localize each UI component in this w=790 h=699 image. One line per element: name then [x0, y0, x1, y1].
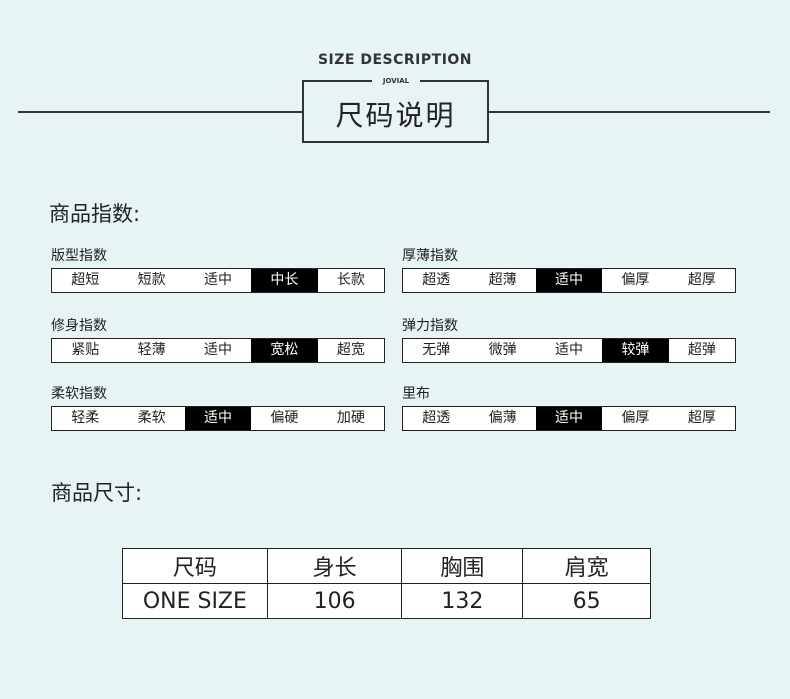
header-title-cn: 尺码说明 — [335, 99, 456, 132]
index-option: 偏薄 — [488, 410, 517, 426]
header-title-en: SIZE DESCRIPTION — [317, 52, 473, 68]
index-option: 长款 — [336, 272, 365, 288]
index-group-thickness: 厚薄指数 超透 超薄 适中 偏厚 超厚 — [402, 246, 736, 293]
index-scale: 超透 偏薄 适中 偏厚 超厚 — [402, 406, 736, 431]
index-scale: 无弹 微弹 适中 较弹 超弹 — [402, 338, 736, 363]
header-divider-right — [488, 111, 770, 113]
index-option: 适中 — [555, 342, 584, 358]
index-option: 超厚 — [687, 272, 716, 288]
length-cell: 106 — [266, 583, 403, 619]
index-option: 超透 — [422, 272, 451, 288]
size-table: 尺码 身长 胸围 肩宽 ONE SIZE 106 132 65 — [122, 548, 651, 619]
index-option: 偏硬 — [270, 410, 299, 426]
index-option: 超短 — [71, 272, 100, 288]
index-scale: 紧贴 轻薄 适中 宽松 超宽 — [51, 338, 385, 363]
size-header-cell: 身长 — [266, 548, 403, 584]
size-table-header-row: 尺码 身长 胸围 肩宽 — [122, 548, 651, 584]
size-header-cell: 肩宽 — [522, 548, 651, 584]
index-option-selected: 宽松 — [251, 339, 318, 362]
index-label: 柔软指数 — [51, 386, 107, 402]
index-option: 偏厚 — [621, 410, 650, 426]
index-option: 紧贴 — [71, 342, 100, 358]
index-label: 弹力指数 — [402, 318, 458, 334]
index-option: 超宽 — [336, 342, 365, 358]
index-option-selected: 较弹 — [602, 339, 669, 362]
index-option: 超透 — [422, 410, 451, 426]
index-option: 适中 — [204, 342, 233, 358]
index-scale: 超短 短款 适中 中长 长款 — [51, 268, 385, 293]
index-label: 厚薄指数 — [402, 248, 458, 264]
index-scale: 轻柔 柔软 适中 偏硬 加硬 — [51, 406, 385, 431]
index-option: 短款 — [137, 272, 166, 288]
brand-label: JOVIAL — [372, 76, 420, 86]
shoulder-cell: 65 — [522, 583, 651, 619]
index-label: 版型指数 — [51, 248, 107, 264]
index-option-selected: 中长 — [251, 269, 318, 292]
index-group-fit: 版型指数 超短 短款 适中 中长 长款 — [51, 246, 385, 293]
index-option: 无弹 — [422, 342, 451, 358]
index-group-lining: 里布 超透 偏薄 适中 偏厚 超厚 — [402, 384, 736, 431]
chest-cell: 132 — [401, 583, 524, 619]
size-title: 商品尺寸: — [51, 481, 143, 505]
size-header-cell: 胸围 — [401, 548, 524, 584]
index-option-selected: 适中 — [535, 269, 603, 292]
index-option: 适中 — [204, 272, 233, 288]
index-option-selected: 适中 — [184, 407, 252, 430]
index-option-selected: 适中 — [535, 407, 603, 430]
index-option: 超弹 — [687, 342, 716, 358]
index-option: 轻柔 — [71, 410, 100, 426]
index-group-slim: 修身指数 紧贴 轻薄 适中 宽松 超宽 — [51, 316, 385, 363]
index-option: 超厚 — [687, 410, 716, 426]
index-option: 超薄 — [488, 272, 517, 288]
index-scale: 超透 超薄 适中 偏厚 超厚 — [402, 268, 736, 293]
index-label: 里布 — [402, 386, 430, 402]
index-group-elasticity: 弹力指数 无弹 微弹 适中 较弹 超弹 — [402, 316, 736, 363]
index-option: 偏厚 — [621, 272, 650, 288]
index-option: 微弹 — [488, 342, 517, 358]
indices-title: 商品指数: — [49, 202, 141, 226]
index-label: 修身指数 — [51, 318, 107, 334]
index-group-softness: 柔软指数 轻柔 柔软 适中 偏硬 加硬 — [51, 384, 385, 431]
index-option: 轻薄 — [137, 342, 166, 358]
index-option: 柔软 — [137, 410, 166, 426]
index-option: 加硬 — [336, 410, 365, 426]
header-title-box: 尺码说明 — [302, 80, 489, 143]
header-divider-left — [18, 111, 302, 113]
size-cell: ONE SIZE — [122, 583, 268, 619]
table-row: ONE SIZE 106 132 65 — [122, 583, 651, 619]
size-header-cell: 尺码 — [122, 548, 268, 584]
